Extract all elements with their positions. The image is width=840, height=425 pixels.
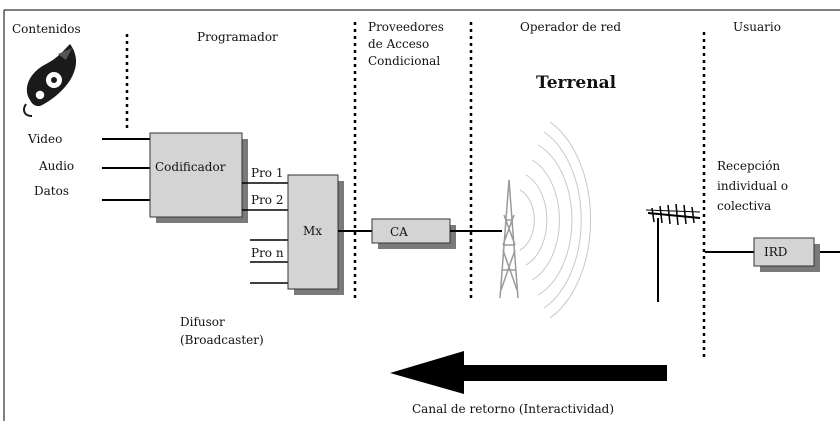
program-label-n: Pro n	[251, 246, 284, 260]
radio-waves-icon	[519, 121, 592, 319]
codificador-label: Codificador	[155, 160, 226, 174]
header-usuario: Usuario	[733, 20, 781, 34]
ird-label: IRD	[764, 245, 787, 259]
header-operador: Operador de red	[520, 20, 621, 34]
header-proveedores-1: Proveedores	[368, 20, 444, 34]
content-logo-icon	[23, 44, 77, 117]
ca-box	[371, 218, 451, 244]
section-separators	[125, 22, 706, 360]
input-label-audio: Audio	[38, 159, 74, 173]
transmission-tower-icon	[499, 179, 519, 299]
header-proveedores-2: de Acceso	[368, 37, 429, 51]
difusor-label-2: (Broadcaster)	[180, 333, 264, 347]
mux-label: Mx	[303, 224, 322, 238]
input-label-video: Video	[27, 132, 62, 146]
recepcion-label-1: Recepción	[717, 159, 780, 173]
return-channel-arrow	[390, 351, 667, 394]
codificador-box	[149, 132, 243, 218]
input-label-datos: Datos	[34, 184, 69, 198]
ird-box	[753, 237, 815, 267]
program-label-2: Pro 2	[251, 193, 283, 207]
header-contenidos: Contenidos	[12, 22, 81, 36]
program-lines	[242, 182, 288, 284]
mux-box	[287, 174, 339, 290]
recepcion-label-3: colectiva	[717, 199, 771, 213]
header-proveedores-3: Condicional	[368, 54, 440, 68]
ca-label: CA	[390, 225, 408, 239]
recepcion-label-2: individual o	[717, 179, 788, 193]
canal-retorno-label: Canal de retorno (Interactividad)	[412, 402, 614, 416]
input-lines	[102, 138, 150, 201]
program-label-1: Pro 1	[251, 166, 283, 180]
receiving-antenna-icon	[645, 203, 701, 302]
terrenal-label: Terrenal	[536, 73, 617, 93]
header-programador: Programador	[197, 30, 278, 44]
difusor-label-1: Difusor	[180, 315, 225, 329]
